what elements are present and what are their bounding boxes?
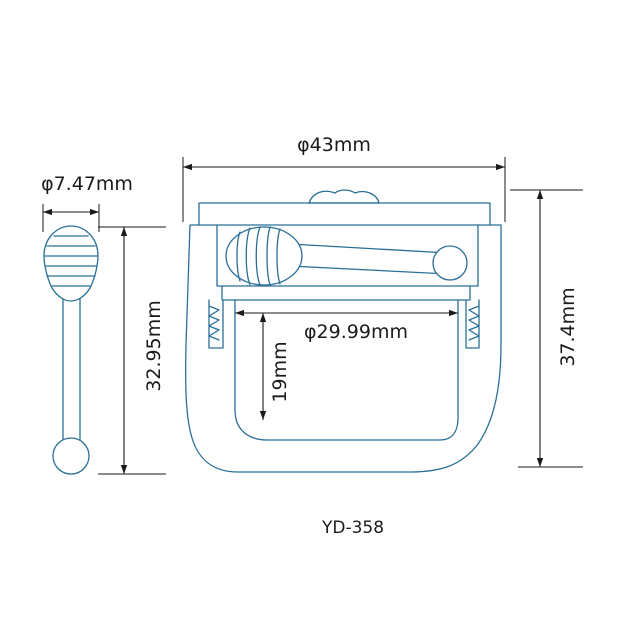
pin-part: φ7.47mm 32.95mm xyxy=(41,173,166,475)
model-number-label: YD-358 xyxy=(321,518,384,538)
pin-diameter-label: φ7.47mm xyxy=(41,173,133,195)
outer-shell xyxy=(185,202,502,473)
pin-bottom-ball xyxy=(52,437,90,475)
right-thread xyxy=(465,299,480,349)
inner-depth-label: 19mm xyxy=(269,341,291,402)
pin-length-label: 32.95mm xyxy=(143,300,165,391)
inner-window xyxy=(216,224,479,287)
overall-height-label: 37.4mm xyxy=(557,287,579,366)
seal-body xyxy=(185,189,502,473)
left-thread xyxy=(208,299,224,349)
inner-width-label: φ29.99mm xyxy=(304,321,408,343)
body-dimensions: φ43mm 37.4mm φ29.99mm 19mm xyxy=(182,134,583,468)
rotor-ribs xyxy=(236,226,281,286)
lever-arm xyxy=(289,243,449,275)
pin-head-ribs xyxy=(44,235,98,287)
top-knob xyxy=(308,189,380,204)
inner-cavity xyxy=(234,299,459,441)
pin-ribbed-head xyxy=(43,225,99,302)
overall-width-label: φ43mm xyxy=(297,134,371,156)
lever-end-ball xyxy=(432,245,468,281)
rotor-ball xyxy=(225,226,303,286)
pin-shaft xyxy=(62,297,81,443)
